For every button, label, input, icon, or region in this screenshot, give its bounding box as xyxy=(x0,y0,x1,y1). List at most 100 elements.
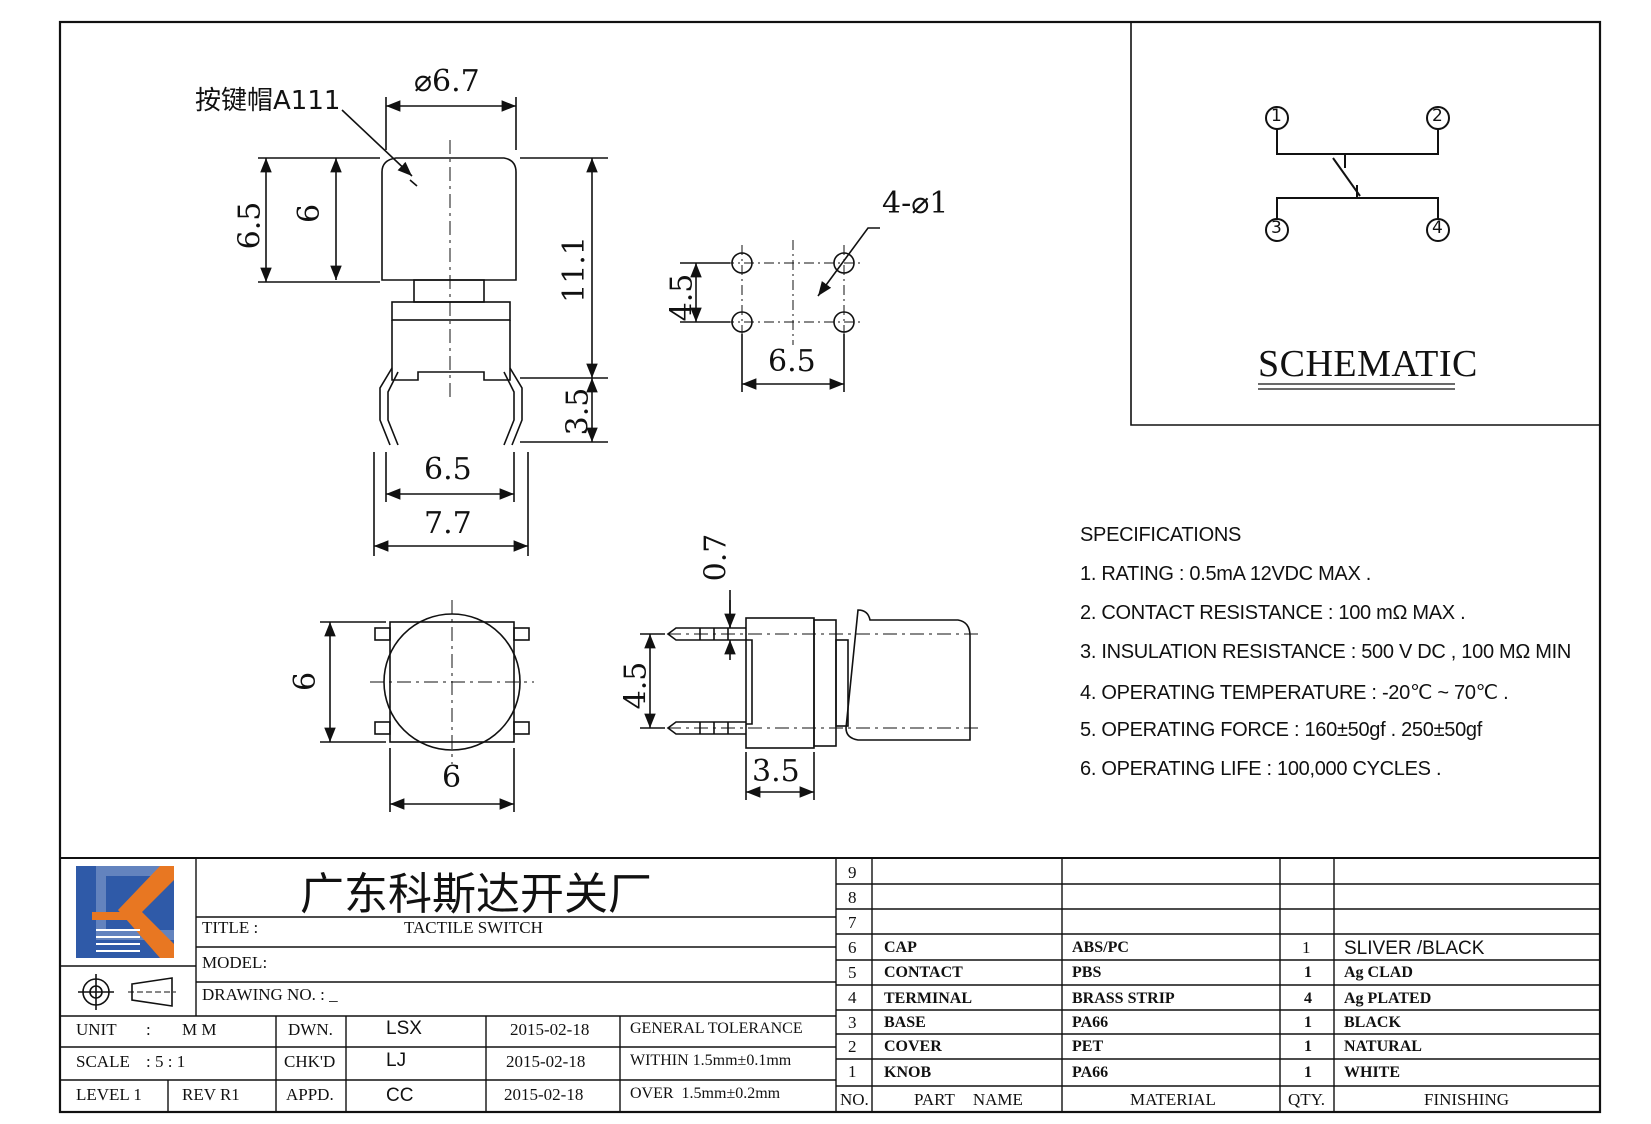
table-header-material: MATERIAL xyxy=(1130,1090,1216,1109)
table-cell-no: 8 xyxy=(848,888,857,907)
spec-heading: SPECIFICATIONS xyxy=(1080,524,1242,546)
table-cell-no: 3 xyxy=(848,1013,857,1032)
model-label: MODEL: xyxy=(202,953,268,972)
pin-4-label: 4 xyxy=(1432,218,1443,238)
dim-cap-diameter: ⌀6.7 xyxy=(414,64,480,99)
pin-3-label: 3 xyxy=(1271,218,1282,238)
side-view xyxy=(640,590,980,800)
cap-callout: 按键帽A111 xyxy=(195,86,341,116)
table-cell-finishing: WHITE xyxy=(1344,1064,1401,1081)
dim-pin-length: 3.5 xyxy=(560,387,596,436)
pin-2-label: 2 xyxy=(1432,106,1443,126)
tolerance-over: OVER 1.5mm±0.2mm xyxy=(630,1085,781,1102)
table-cell-part: COVER xyxy=(884,1038,942,1055)
table-cell-qty: 1 xyxy=(1304,1014,1312,1031)
dim-cap-height-total: 6.5 xyxy=(232,201,268,250)
date-dwn: 2015-02-18 xyxy=(510,1020,590,1039)
table-cell-material: PA66 xyxy=(1072,1064,1109,1081)
dim-side-pitch: 4.5 xyxy=(618,661,654,710)
table-header-finishing: FINISHING xyxy=(1424,1090,1509,1109)
table-cell-qty: 1 xyxy=(1304,1064,1312,1081)
dim-top-width: 6 xyxy=(442,760,462,795)
spec-item: 3. INSULATION RESISTANCE : 500 V DC , 10… xyxy=(1080,641,1572,663)
title-label: TITLE : xyxy=(202,918,259,937)
table-cell-qty: 4 xyxy=(1304,990,1312,1007)
name-dwn: LSX xyxy=(386,1018,422,1039)
drawing-no-label: DRAWING NO. : _ xyxy=(202,985,338,1004)
table-cell-no: 6 xyxy=(848,938,857,957)
table-cell-no: 4 xyxy=(848,988,857,1007)
company-name: 广东科斯达开关厂 xyxy=(300,869,652,920)
spec-item: 2. CONTACT RESISTANCE : 100 mΩ MAX . xyxy=(1080,602,1466,624)
table-cell-no: 2 xyxy=(848,1037,857,1056)
table-cell-no: 9 xyxy=(848,863,857,882)
role-chkd: CHK'D xyxy=(284,1052,336,1071)
table-cell-part: BASE xyxy=(884,1014,926,1031)
rev-label: REV R1 xyxy=(182,1085,240,1104)
dim-hole-spec: 4-⌀1 xyxy=(882,186,949,221)
table-header-no: NO. xyxy=(840,1090,869,1109)
spec-item: 1. RATING : 0.5mA 12VDC MAX . xyxy=(1080,563,1372,585)
schematic-frame xyxy=(1130,22,1600,426)
table-cell-part: CONTACT xyxy=(884,964,963,981)
tolerance-heading: GENERAL TOLERANCE xyxy=(630,1020,803,1037)
date-appd: 2015-02-18 xyxy=(504,1085,584,1104)
table-cell-part: KNOB xyxy=(884,1064,932,1081)
dim-body-width: 7.7 xyxy=(424,506,472,541)
table-cell-finishing: SLIVER /BLACK xyxy=(1344,938,1485,959)
scale-value: : 5 : 1 xyxy=(146,1052,186,1071)
table-cell-part: TERMINAL xyxy=(884,990,973,1007)
role-appd: APPD. xyxy=(286,1085,334,1104)
table-cell-material: PBS xyxy=(1072,964,1102,981)
table-cell-no: 7 xyxy=(848,913,857,932)
role-dwn: DWN. xyxy=(288,1020,333,1039)
table-cell-no: 1 xyxy=(848,1062,857,1081)
name-appd: CC xyxy=(386,1085,414,1106)
spec-item: 5. OPERATING FORCE : 160±50gf . 250±50gf xyxy=(1080,719,1482,741)
table-cell-qty: 1 xyxy=(1302,938,1311,957)
table-header-part-name: PART NAME xyxy=(914,1090,1023,1109)
table-cell-qty: 1 xyxy=(1304,964,1312,981)
table-cell-finishing: Ag PLATED xyxy=(1344,990,1432,1007)
table-cell-material: PA66 xyxy=(1072,1014,1109,1031)
hole-pattern-view xyxy=(680,227,880,392)
table-cell-finishing: Ag CLAD xyxy=(1344,964,1413,981)
dim-side-depth: 3.5 xyxy=(752,754,800,789)
dim-pin-span: 6.5 xyxy=(424,452,472,487)
dim-hole-pitch-v: 4.5 xyxy=(664,273,700,322)
name-chkd: LJ xyxy=(386,1050,407,1071)
pin-1-label: 1 xyxy=(1271,106,1282,126)
level-label: LEVEL 1 xyxy=(76,1085,142,1104)
table-cell-finishing: NATURAL xyxy=(1344,1038,1422,1055)
table-cell-material: ABS/PC xyxy=(1072,939,1129,956)
top-view xyxy=(320,600,534,812)
dim-top-height: 6 xyxy=(288,671,324,692)
title-block-grid xyxy=(60,857,1600,1112)
title-value: TACTILE SWITCH xyxy=(404,918,543,937)
unit-value: M M xyxy=(182,1020,217,1039)
front-view xyxy=(258,97,608,556)
date-chkd: 2015-02-18 xyxy=(506,1052,586,1071)
unit-label: UNIT xyxy=(76,1020,117,1039)
table-cell-finishing: BLACK xyxy=(1344,1014,1401,1031)
schematic-symbol xyxy=(1265,106,1450,242)
dim-overall-height: 11.1 xyxy=(556,236,592,303)
dim-hole-pitch-h: 6.5 xyxy=(768,344,816,379)
table-cell-part: CAP xyxy=(884,939,917,956)
scale-label: SCALE xyxy=(76,1052,130,1071)
table-cell-material: PET xyxy=(1072,1038,1104,1055)
unit-sep: : xyxy=(146,1020,151,1039)
drawing-border xyxy=(58,20,1602,1114)
projection-symbol xyxy=(78,974,176,1010)
spec-item: 6. OPERATING LIFE : 100,000 CYCLES . xyxy=(1080,758,1442,780)
table-header-qty: QTY. xyxy=(1288,1090,1325,1109)
table-cell-qty: 1 xyxy=(1304,1038,1312,1055)
dim-cap-height: 6 xyxy=(292,203,328,224)
spec-item: 4. OPERATING TEMPERATURE : -20℃ ~ 70℃ . xyxy=(1080,682,1509,704)
dim-side-offset: 0.7 xyxy=(698,533,734,582)
table-cell-no: 5 xyxy=(848,963,857,982)
table-cell-material: BRASS STRIP xyxy=(1072,990,1175,1007)
company-logo xyxy=(76,866,174,958)
tolerance-within: WITHIN 1.5mm±0.1mm xyxy=(630,1052,792,1069)
